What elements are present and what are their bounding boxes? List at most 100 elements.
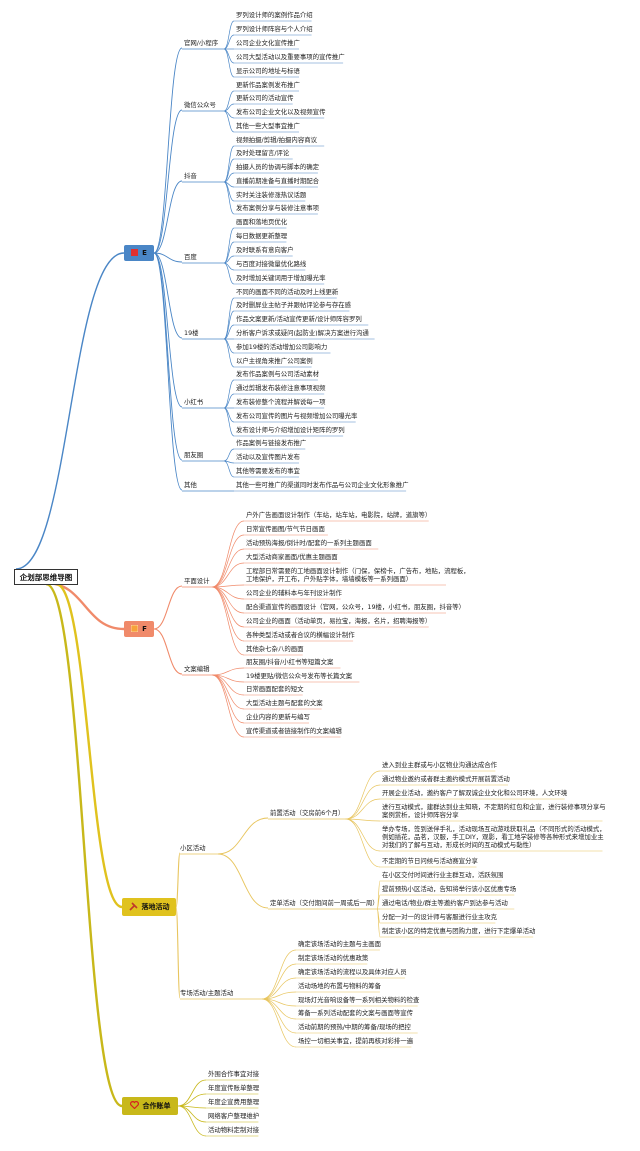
e-item[interactable]: 作品文案更新/活动宣传更新/设计师阵容罗列 bbox=[236, 315, 362, 323]
e-item[interactable]: 显示公司的地址与标语 bbox=[236, 67, 300, 75]
e-item[interactable]: 罗列设计师阵容与个人介绍 bbox=[236, 25, 313, 33]
e-item[interactable]: 参加19楼的活动增加公司影响力 bbox=[236, 343, 328, 351]
e-item[interactable]: 分析客户诉求或疑问(起防业)解决方案进行沟通 bbox=[236, 329, 369, 337]
g-special-item[interactable]: 确定该场活动的流程以及具体对应人员 bbox=[298, 968, 407, 976]
branch-h[interactable]: 合作账单 bbox=[122, 1097, 178, 1115]
f-item[interactable]: 日常宣传画图/节气节日画面 bbox=[246, 525, 325, 533]
f-item[interactable]: 工程部日常需要的工地画面设计制作（门保，保榜卡，广告布，地贴，流程板， 工地保护… bbox=[246, 567, 470, 583]
e-item[interactable]: 及时增加关键词用于增加曝光率 bbox=[236, 274, 326, 282]
g-special-item[interactable]: 确定该场活动的主题与主画面 bbox=[298, 940, 382, 948]
g-sub-1-label[interactable]: 定单活动（交付期间前一周或后一周） bbox=[270, 899, 379, 907]
g-special-item[interactable]: 活动场地的布置与物料的筹备 bbox=[298, 982, 382, 990]
g-special-item[interactable]: 制定该场活动的优惠政策 bbox=[298, 954, 369, 962]
branch-label: F bbox=[142, 625, 147, 633]
e-item[interactable]: 不同的画面不同的活动及时上线更新 bbox=[236, 288, 339, 296]
root-node[interactable]: 企划部思维导图 bbox=[14, 569, 78, 585]
g-item[interactable]: 开展企业活动，邀约客户了解双诚企业文化和公司环境，人文环境 bbox=[382, 789, 568, 797]
e-item[interactable]: 其他一些大型事宜推广 bbox=[236, 122, 300, 130]
e-item[interactable]: 及时删屏业主帖子并跟帖评论参与存在感 bbox=[236, 301, 352, 309]
h-item[interactable]: 活动物料定制对接 bbox=[208, 1126, 260, 1134]
e-item[interactable]: 发布设计师与介绍增加设计矩阵的罗列 bbox=[236, 426, 345, 434]
f-item[interactable]: 配合渠道宣传的画面设计（官网，公众号，19楼，小红书，朋友圈，抖音等） bbox=[246, 603, 466, 611]
group-2-label[interactable]: 抖音 bbox=[184, 172, 197, 180]
e-item[interactable]: 与百度对接微量优化路线 bbox=[236, 260, 307, 268]
g-item[interactable]: 在小区交付时间进行业主群互动，活跃氛围 bbox=[382, 871, 504, 879]
connector bbox=[223, 48, 235, 78]
f-item[interactable]: 其他杂七杂八的画面 bbox=[246, 645, 304, 653]
connector bbox=[261, 949, 297, 1000]
g-item[interactable]: 提前预热小区活动，告知将举行该小区优惠专场 bbox=[382, 885, 517, 893]
e-item[interactable]: 实时关注装修涨热议话题 bbox=[236, 191, 307, 199]
branch-f[interactable]: F bbox=[124, 621, 154, 637]
e-item[interactable]: 发布公司宣传的图片与视频增加公司曝光率 bbox=[236, 412, 358, 420]
g-item[interactable]: 通过电话/物业/群主等邀约客户到达参与活动 bbox=[382, 899, 508, 907]
e-item[interactable]: 公司大型活动以及重要事项的宣传推广 bbox=[236, 53, 345, 61]
group-7-label[interactable]: 其他 bbox=[184, 481, 197, 489]
f-item[interactable]: 企业内容的更新与编写 bbox=[246, 713, 310, 721]
e-item[interactable]: 活动以及宣传图片发布 bbox=[236, 453, 300, 461]
g-item[interactable]: 分配一对一的设计师与客服进行业主攻克 bbox=[382, 913, 498, 921]
g-item[interactable]: 进入到业主群或与小区物业沟通达成合作 bbox=[382, 761, 498, 769]
g-group-0-label[interactable]: 小区活动 bbox=[180, 844, 206, 852]
e-item[interactable]: 以户主视角来推广公司案例 bbox=[236, 357, 313, 365]
e-item[interactable]: 作品案例与链接发布推广 bbox=[236, 439, 307, 447]
g-item[interactable]: 通过物业邀约或者群主邀约模式开展前置活动 bbox=[382, 775, 510, 783]
f-item[interactable]: 活动预热海报/倒计时/配套的一系列主题画面 bbox=[246, 539, 372, 547]
g-special-item[interactable]: 现场灯光音响设备等一系列相关物料的检查 bbox=[298, 996, 420, 1004]
e-item[interactable]: 罗列设计师的案例作品介绍 bbox=[236, 11, 313, 19]
f-group-1-label[interactable]: 文案编辑 bbox=[184, 665, 210, 673]
e-item[interactable]: 及时处理留言/评论 bbox=[236, 149, 290, 157]
e-item[interactable]: 其他一些可推广的渠道同时发布作品与公司企业文化形象推广 bbox=[236, 481, 409, 489]
g-special-item[interactable]: 场控一切相关事宜，提前再核对彩排一遍 bbox=[298, 1037, 414, 1045]
f-item[interactable]: 宣传渠道或者链接制作的文案编辑 bbox=[246, 727, 342, 735]
h-item[interactable]: 年度企宣费用整理 bbox=[208, 1098, 260, 1106]
g-group-1-label[interactable]: 专场活动/主题活动 bbox=[180, 989, 234, 997]
e-item[interactable]: 直播前期准备与直播时期配合 bbox=[236, 177, 320, 185]
e-item[interactable]: 更新公司的活动宣传 bbox=[236, 94, 294, 102]
e-item[interactable]: 发布案例分享与装修注意事项 bbox=[236, 204, 320, 212]
h-item[interactable]: 年度宣传账单整理 bbox=[208, 1084, 260, 1092]
e-item[interactable]: 发布作品案例与公司活动素材 bbox=[236, 370, 320, 378]
e-item[interactable]: 通过剪辑发布装修注意事项视频 bbox=[236, 384, 326, 392]
f-item[interactable]: 各种类型活动或者合议的横幅设计制作 bbox=[246, 631, 355, 639]
e-item[interactable]: 拍摄人员的协调与脚本的确定 bbox=[236, 163, 320, 171]
f-item[interactable]: 19楼更贴/微信公众号发布等长篇文案 bbox=[246, 672, 353, 680]
group-6-label[interactable]: 朋友圈 bbox=[184, 451, 204, 459]
e-item[interactable]: 发布装修整个流程并解说每一项 bbox=[236, 398, 326, 406]
e-item[interactable]: 更新作品案例发布推广 bbox=[236, 81, 300, 89]
g-special-item[interactable]: 筹备一系列活动配套的文案与画面等宣传 bbox=[298, 1009, 414, 1017]
e-item[interactable]: 发布公司企业文化以及视频宣传 bbox=[236, 108, 326, 116]
f-item[interactable]: 日常画面配套的短文 bbox=[246, 685, 304, 693]
f-group-0-label[interactable]: 平面设计 bbox=[184, 577, 210, 585]
f-item[interactable]: 朋友圈/抖音/小红书等短篇文案 bbox=[246, 658, 334, 666]
group-5-label[interactable]: 小红书 bbox=[184, 398, 204, 406]
connector bbox=[177, 1105, 207, 1123]
g-sub-0-label[interactable]: 前置活动（交房前6个月） bbox=[270, 809, 345, 817]
group-0-label[interactable]: 官网/小程序 bbox=[184, 39, 219, 47]
e-item[interactable]: 其他等需要发布的事宜 bbox=[236, 467, 300, 475]
e-item[interactable]: 每日数据更新整理 bbox=[236, 232, 288, 240]
f-item[interactable]: 户外广告画面设计制作（车站，站车站，电影院，站牌，道旗等） bbox=[246, 511, 432, 519]
group-3-label[interactable]: 百度 bbox=[184, 253, 197, 261]
f-item[interactable]: 大型活动主题与配套的文案 bbox=[246, 699, 323, 707]
connector bbox=[223, 34, 235, 50]
g-special-item[interactable]: 活动前期的预热/中期的筹备/现场的把控 bbox=[298, 1023, 411, 1031]
g-item[interactable]: 举办专场，签到送伴手礼，活动现场互动游戏获取礼品（不同形式的活动模式， 例如插花… bbox=[382, 825, 606, 849]
group-1-label[interactable]: 微信公众号 bbox=[184, 101, 216, 109]
branch-g[interactable]: 落地活动 bbox=[122, 898, 176, 916]
connector bbox=[223, 227, 235, 264]
f-item[interactable]: 公司企业的辅料本与年刊设计制作 bbox=[246, 589, 342, 597]
h-item[interactable]: 网络客户整理维护 bbox=[208, 1112, 260, 1120]
g-item[interactable]: 制定该小区的特定优惠与团购力度，进行下定爆单活动 bbox=[382, 927, 536, 935]
f-item[interactable]: 大型活动商家画面/优惠主题画面 bbox=[246, 553, 338, 561]
branch-e[interactable]: E bbox=[124, 245, 154, 261]
e-item[interactable]: 画面和落地页优化 bbox=[236, 218, 288, 226]
group-4-label[interactable]: 19楼 bbox=[184, 329, 199, 337]
g-item[interactable]: 不定期的节日问候与活动赛宣分享 bbox=[382, 857, 478, 865]
g-item[interactable]: 进行互动模式，建群达到业主知晓，不定期的红包和企宣，进行装修事项分享与 案例赏析… bbox=[382, 803, 606, 819]
e-item[interactable]: 视频拍摄/剪辑/拍摄内容商议 bbox=[236, 136, 317, 144]
h-item[interactable]: 外围合作事宜对接 bbox=[208, 1070, 260, 1078]
e-item[interactable]: 公司企业文化宣传推广 bbox=[236, 39, 300, 47]
e-item[interactable]: 及时联系有意向客户 bbox=[236, 246, 294, 254]
f-item[interactable]: 公司企业的画面（活动单页，易拉宝，海报，名片，招聘海报等） bbox=[246, 617, 432, 625]
